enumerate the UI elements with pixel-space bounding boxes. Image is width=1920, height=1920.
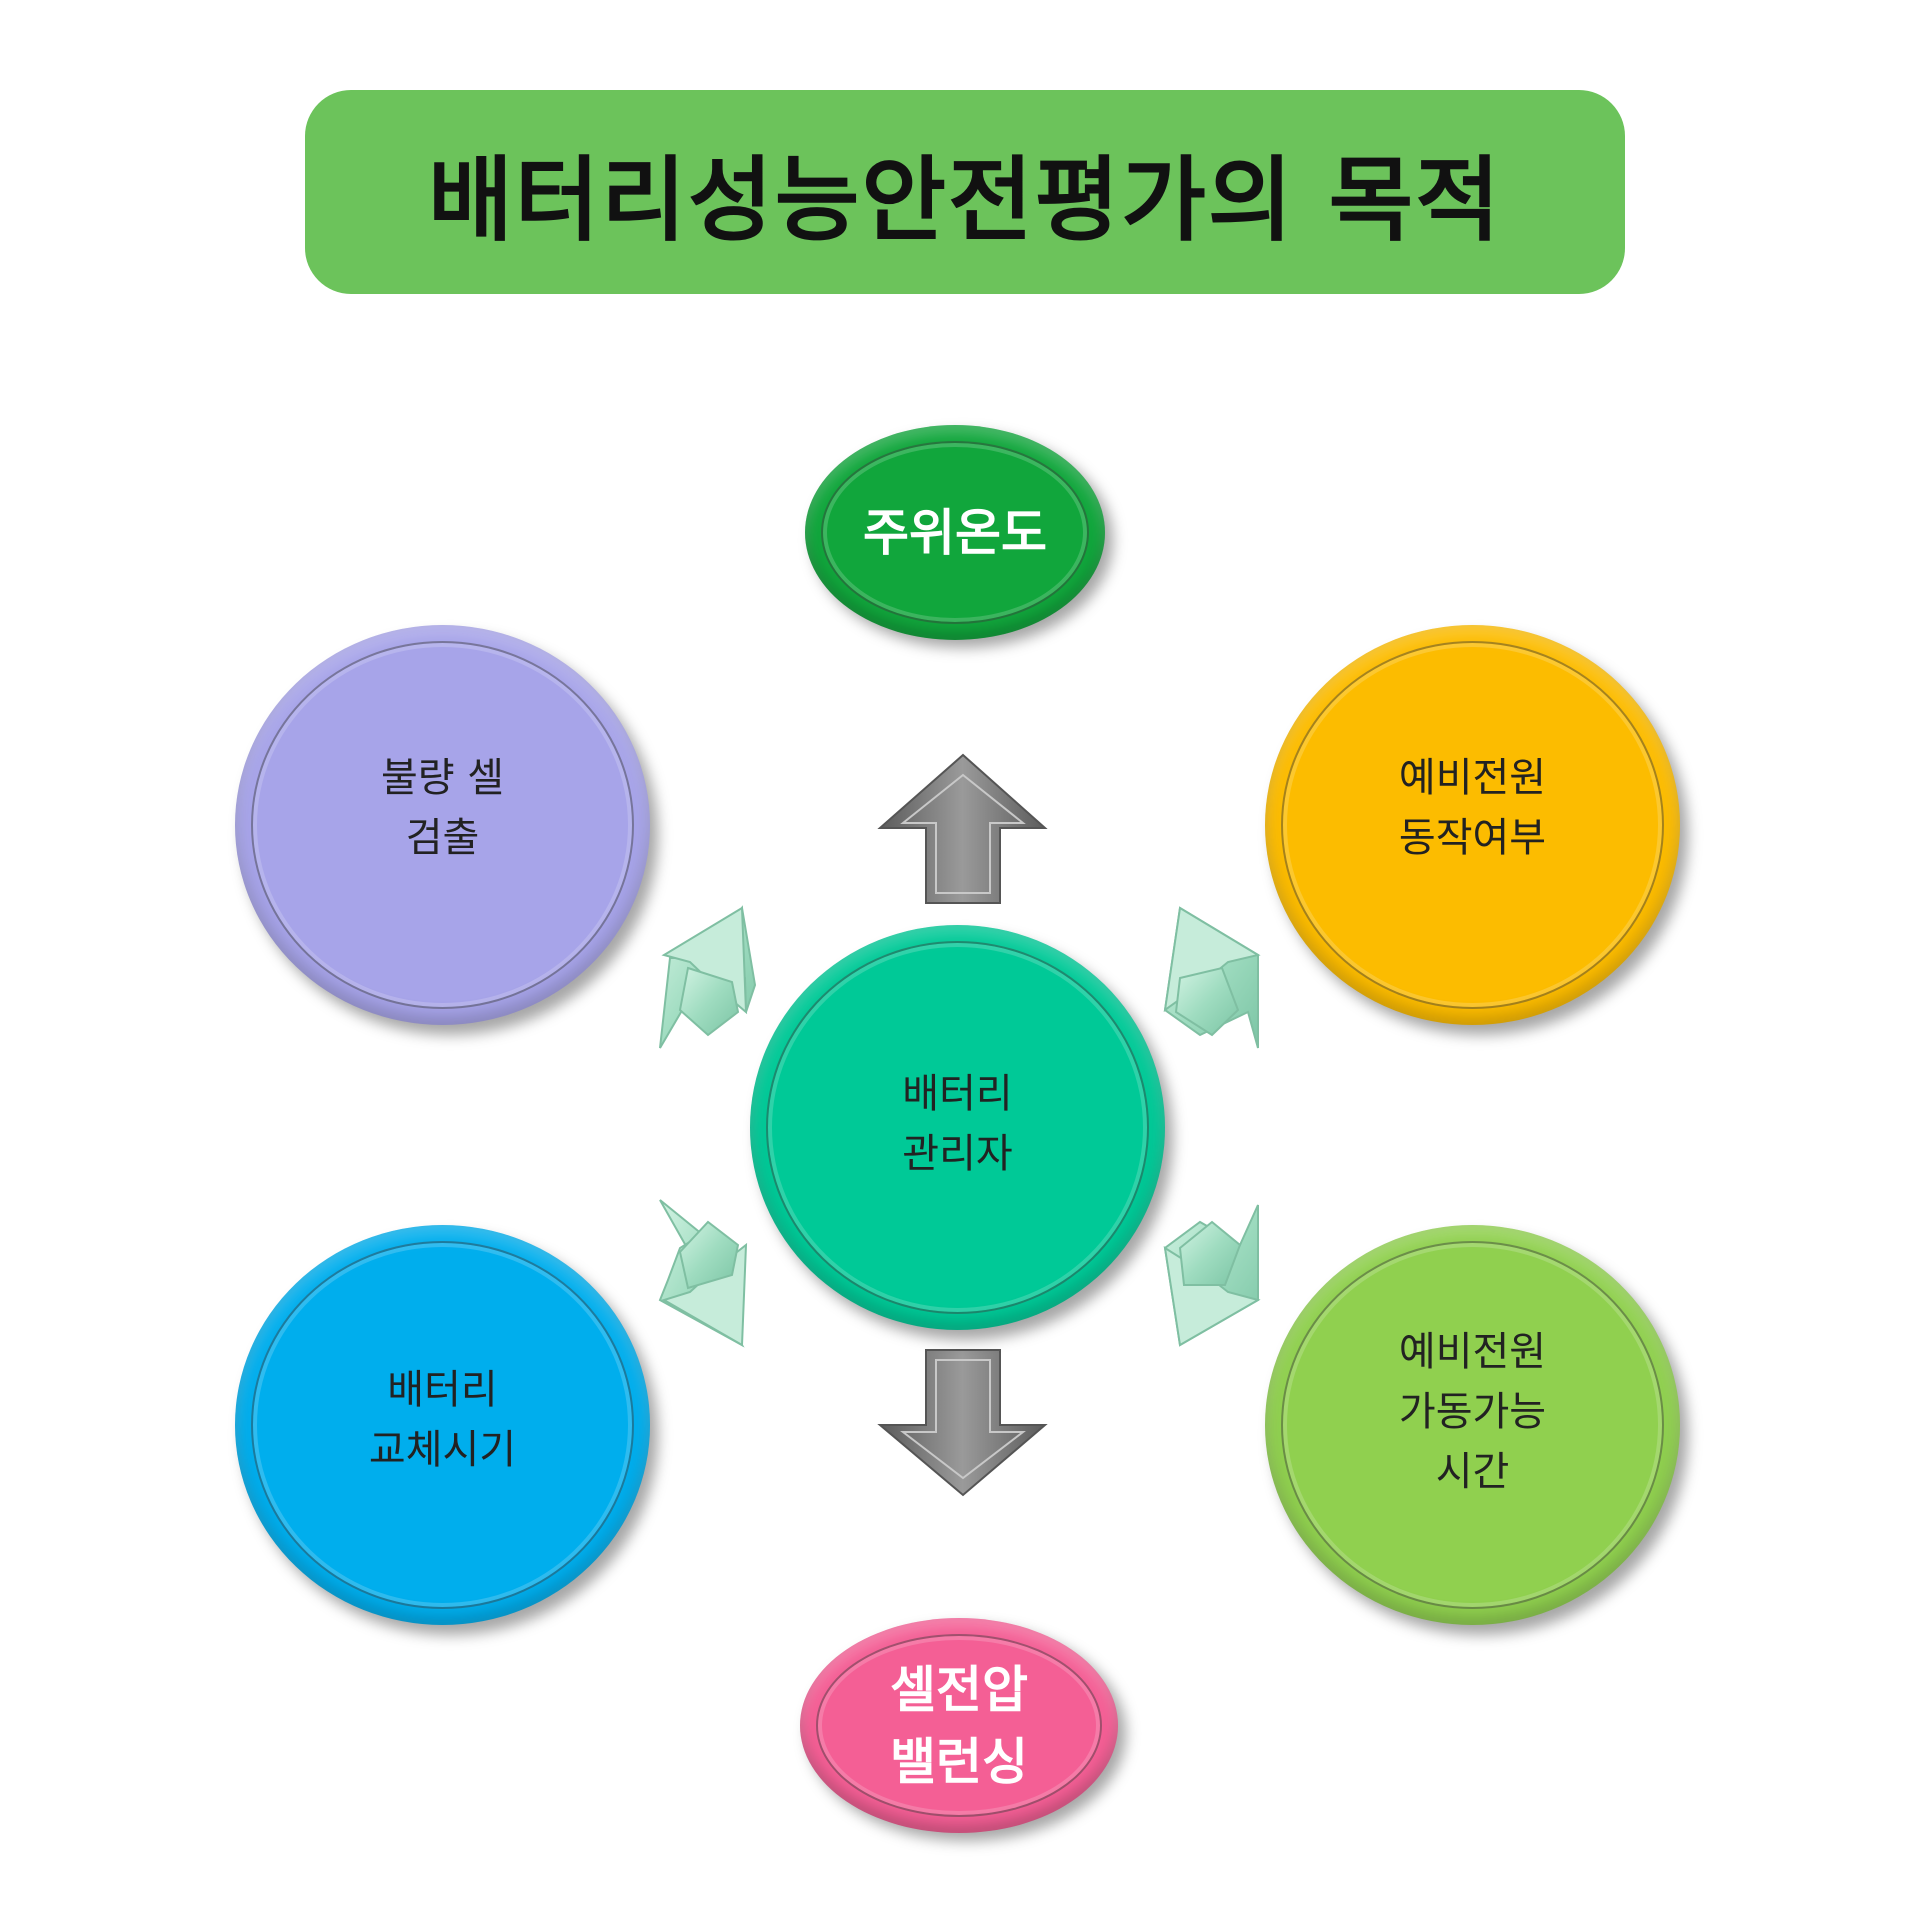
title-banner: 배터리성능안전평가의 목적 bbox=[305, 90, 1625, 294]
node-ambient-temperature-label: 주위온도 bbox=[863, 503, 1047, 562]
node-ring bbox=[251, 1241, 634, 1609]
node-battery-replacement-time: 배터리 교체시기 bbox=[235, 1225, 650, 1625]
node-battery-replacement-time-label: 배터리 교체시기 bbox=[368, 1367, 517, 1473]
node-battery-manager-label: 배터리 관리자 bbox=[902, 1070, 1013, 1177]
node-ring bbox=[816, 1634, 1102, 1817]
node-cell-voltage-balancing: 셀전압 밸런싱 bbox=[800, 1618, 1118, 1833]
arrow-to-replacement-time bbox=[658, 1199, 748, 1348]
node-backup-power-operation: 예비전원 동작여부 bbox=[1265, 625, 1680, 1025]
node-ring bbox=[1281, 641, 1664, 1009]
node-backup-power-operation-label: 예비전원 동작여부 bbox=[1398, 755, 1547, 861]
node-ring bbox=[766, 941, 1149, 1314]
diagram-title: 배터리성능안전평가의 목적 bbox=[428, 146, 1502, 254]
node-backup-power-runtime: 예비전원 가동가능 시간 bbox=[1265, 1225, 1680, 1625]
arrow-to-defective-cell bbox=[659, 905, 757, 1049]
arrow-to-backup-runtime bbox=[1163, 1204, 1261, 1347]
node-ring bbox=[251, 641, 634, 1009]
node-ring bbox=[821, 441, 1089, 624]
node-defective-cell-detection-label: 불량 셀 검출 bbox=[380, 755, 505, 861]
arrow-to-backup-operation bbox=[1163, 906, 1261, 1049]
node-ambient-temperature: 주위온도 bbox=[805, 425, 1105, 640]
node-defective-cell-detection: 불량 셀 검출 bbox=[235, 625, 650, 1025]
arrow-up-to-temperature bbox=[877, 753, 1048, 904]
node-backup-power-runtime-label: 예비전원 가동가능 시간 bbox=[1398, 1329, 1547, 1495]
node-ring bbox=[1281, 1241, 1664, 1609]
node-battery-manager: 배터리 관리자 bbox=[750, 925, 1165, 1330]
arrow-down-to-cell-voltage bbox=[877, 1349, 1048, 1497]
node-cell-voltage-balancing-label: 셀전압 밸런싱 bbox=[890, 1660, 1028, 1791]
